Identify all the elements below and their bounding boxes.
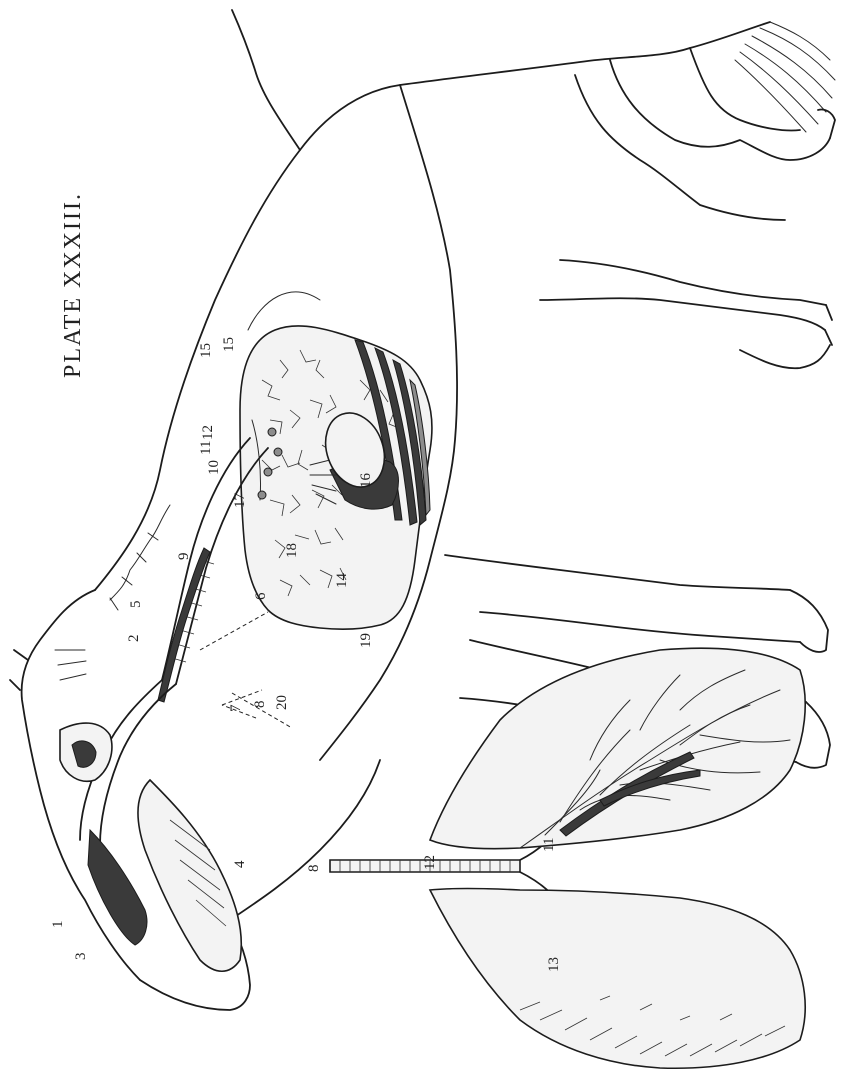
label-9: 9 (176, 553, 192, 561)
label-8: 8 (252, 701, 268, 709)
inset-label-13: 13 (546, 957, 562, 972)
label-19: 19 (358, 633, 374, 648)
inset-label-12: 12 (422, 855, 438, 870)
label-16: 16 (358, 473, 374, 489)
inset-label-8: 8 (306, 865, 322, 873)
lymph-gland (258, 491, 266, 499)
label-3: 3 (73, 953, 89, 961)
label-2: 2 (126, 635, 142, 643)
label-17: 17 (232, 493, 248, 509)
label-12: 12 (200, 425, 216, 440)
label-7: 7 (228, 704, 244, 712)
label-4: 4 (232, 860, 248, 868)
label-6: 6 (253, 592, 269, 600)
inset-lungs: 8 11 12 13 (306, 648, 805, 1068)
label-18: 18 (284, 543, 300, 558)
label-5: 5 (128, 601, 144, 609)
label-10: 10 (206, 460, 222, 475)
lymph-gland (264, 468, 272, 476)
label-1: 1 (50, 921, 66, 929)
label-15-inner: 15 (198, 343, 214, 358)
label-20: 20 (274, 695, 290, 710)
tail (690, 22, 835, 132)
plate-title: PLATE XXXIII. (60, 192, 86, 378)
lymph-gland (268, 428, 276, 436)
lymph-gland (274, 448, 282, 456)
label-14: 14 (334, 573, 350, 589)
inset-label-11: 11 (541, 838, 557, 852)
label-15-outer: 15 (221, 337, 237, 352)
label-11: 11 (198, 441, 214, 455)
inset-lung-upper (430, 648, 805, 849)
